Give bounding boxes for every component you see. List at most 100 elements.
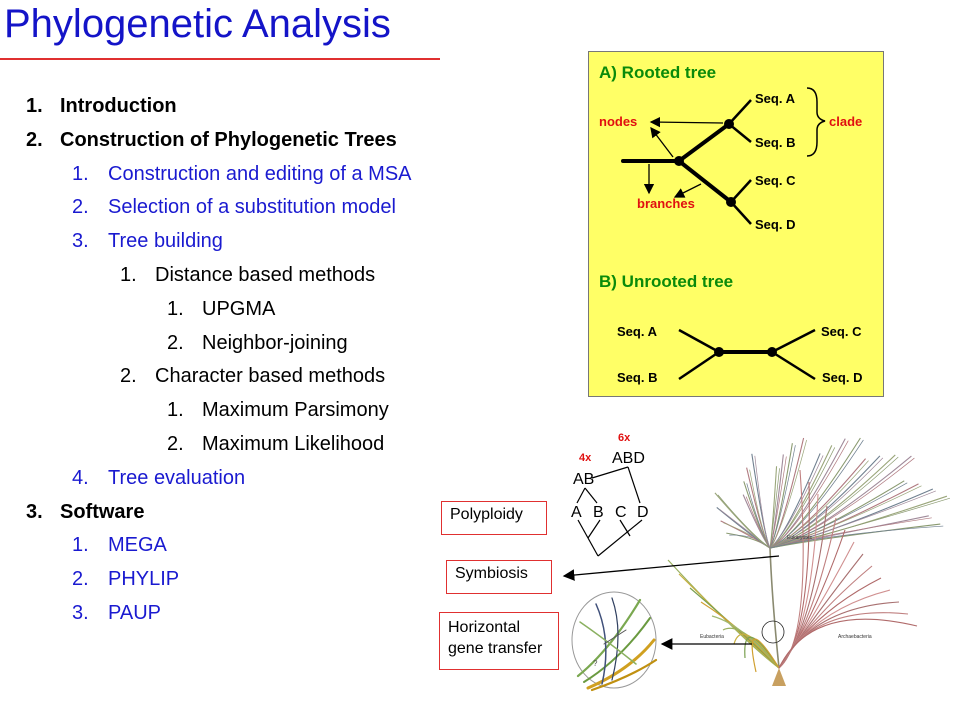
tree-of-life-branch (719, 509, 771, 549)
tree-of-life-branch (769, 439, 807, 549)
outline-item-text: Tree building (108, 230, 223, 253)
tree-types-figure: A) Rooted tree Seq. A Seq. B Seq. C Seq.… (599, 63, 862, 385)
outline-item-number: 3. (72, 602, 89, 624)
tree-of-life-branch (751, 638, 780, 673)
tree-of-life-branch (769, 437, 861, 549)
root-node (674, 156, 684, 166)
tree-of-life-branch (678, 573, 780, 669)
outline-item-text: UPGMA (202, 297, 276, 320)
tree-of-life-branch (769, 468, 780, 549)
hgt-zoom-branches (576, 597, 658, 692)
tree-of-life-branch (778, 541, 855, 669)
archaebacteria-label: Archaebacteria (838, 634, 872, 640)
hgt-label-line-2: gene transfer (448, 640, 543, 657)
outline-item-number: 2. (26, 128, 43, 151)
tree-of-life-branch (745, 496, 771, 549)
outline-item-text: Construction of Phylogenetic Trees (60, 128, 397, 151)
node-cd (726, 197, 736, 207)
outline-item-number: 1. (120, 264, 137, 286)
outline-item-text: Software (60, 500, 145, 523)
outline-item-text: PHYLIP (108, 568, 180, 591)
symbiosis-box: Symbiosis (446, 560, 552, 594)
tree-of-life-branch (769, 455, 881, 549)
horizontal-gene-transfer-box: Horizontal gene transfer (439, 612, 559, 670)
tree-of-life-branch (778, 601, 900, 669)
tree-of-life-branch (769, 455, 912, 549)
outline-item-number: 1. (167, 297, 184, 320)
tree-of-life-branch (769, 485, 922, 549)
tree-of-life-branch (754, 455, 771, 549)
genome-b-label: B (593, 504, 604, 521)
outline-item-number: 3. (72, 230, 89, 253)
tree-of-life-branch (751, 453, 771, 549)
outline-item-text: Tree evaluation (108, 466, 246, 489)
unrooted-tree-tips (678, 328, 816, 381)
tree-of-life-branch (716, 507, 771, 549)
tree-of-life-branch (769, 453, 821, 549)
tree-of-life-branch (769, 454, 896, 549)
tree-of-life-branch (717, 494, 771, 549)
tree-of-life-branch (743, 481, 771, 549)
outline-item-text: Selection of a substitution model (108, 196, 396, 219)
outline-item-number: 2. (72, 568, 89, 591)
tree-of-life-branch (700, 601, 780, 669)
tree-of-life-branch (720, 520, 771, 549)
tree-of-life-branch (722, 627, 780, 669)
tree-of-life-branch (769, 490, 936, 549)
genome-d-label: D (637, 504, 649, 521)
tree-of-life-branch (689, 587, 780, 669)
genome-ab-label: AB (573, 471, 594, 488)
outline-item-number: 1. (72, 534, 89, 557)
rooted-seq-a: Seq. A (755, 91, 796, 106)
ploidy-6x-label: 6x (618, 432, 631, 444)
tree-of-life-branch (769, 482, 908, 549)
tree-of-life-branch (769, 439, 864, 549)
tree-of-life-branch (749, 469, 771, 549)
nodes-label: nodes (599, 114, 637, 129)
unrooted-node-left (714, 347, 724, 357)
node-ab (724, 119, 734, 129)
outline-item-number: 2. (72, 196, 89, 219)
unrooted-heading: B) Unrooted tree (599, 272, 733, 291)
tree-of-life-branch (778, 618, 918, 669)
branches-arrow-2 (673, 183, 702, 198)
outline-item-text: Distance based methods (155, 264, 376, 286)
hgt-highlight-circle (761, 620, 785, 644)
unrooted-seq-b: Seq. B (617, 370, 657, 385)
eubacteria-label: Eubacteria (700, 634, 724, 640)
outline-item-number: 3. (26, 500, 43, 523)
tree-of-life-branch (778, 469, 804, 669)
outline-item-number: 1. (167, 399, 184, 422)
tree-of-life-branch (778, 612, 909, 669)
title-underline (0, 58, 440, 60)
tree-of-life-branch (769, 458, 866, 549)
rooted-seq-c: Seq. C (755, 173, 796, 188)
hgt-zoom-oval (571, 591, 657, 689)
outline-item-text: Neighbor-joining (202, 331, 348, 354)
genome-abd-label: ABD (612, 450, 645, 467)
tree-of-life-branch (744, 636, 780, 669)
polyploidy-box: Polyploidy (441, 501, 547, 535)
tree-of-life-branch (778, 505, 828, 669)
tree-of-life-branch (769, 525, 944, 549)
outline-item-number: 4. (72, 466, 89, 489)
tree-of-life-branch (733, 633, 780, 669)
tree-of-life-branch (769, 457, 915, 549)
outline-item-text: MEGA (108, 534, 167, 557)
ploidy-4x-label: 4x (579, 452, 592, 464)
polyploidy-label: Polyploidy (450, 506, 523, 523)
outline-item-text: Construction and editing of a MSA (108, 162, 412, 185)
tree-of-life-branch (769, 437, 805, 549)
outline-item-text: Character based methods (155, 365, 386, 388)
tree-of-life-branch (769, 495, 948, 549)
symbiosis-label: Symbiosis (455, 565, 528, 582)
tree-of-life-branch (769, 440, 849, 549)
tree-of-life-branch (769, 488, 934, 549)
rooted-seq-d: Seq. D (755, 217, 795, 232)
tree-of-life-branch (769, 438, 846, 549)
tree-of-life-branch (769, 445, 796, 549)
unrooted-seq-d: Seq. D (822, 370, 862, 385)
tree-of-life-branch (769, 456, 899, 549)
outline-item-number: 1. (72, 162, 89, 185)
tree-of-life-branch (726, 532, 771, 549)
